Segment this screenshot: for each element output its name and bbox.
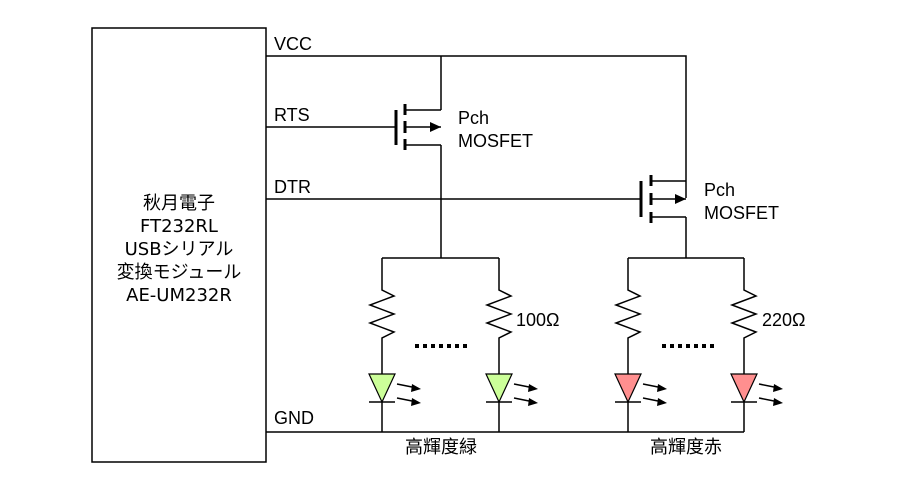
- led-red-1-arrow2: [657, 398, 667, 406]
- led-green-1-arrow2: [411, 398, 421, 406]
- led-red-1: [614, 373, 667, 432]
- left-mosfet: [394, 104, 441, 150]
- left-mosfet-arrow: [430, 122, 441, 132]
- right-mosfet-label-line1: Pch: [704, 180, 735, 200]
- led-green-1-body: [368, 373, 396, 404]
- led-red-n: [730, 373, 783, 432]
- led-green-n-body: [485, 373, 513, 404]
- led-red-1-body: [614, 373, 642, 404]
- rts-label: RTS: [274, 105, 310, 125]
- right-mosfet-arrow: [675, 194, 686, 204]
- vcc-wire: [266, 55, 687, 198]
- led-green-1-cathode: [369, 401, 395, 432]
- dtr-label: DTR: [274, 177, 311, 197]
- green-led-group-label: 高輝度緑: [405, 437, 477, 458]
- led-red-n-arrow2: [773, 398, 783, 406]
- left-mosfet-label-line2: MOSFET: [458, 131, 533, 151]
- right-mosfet-label-line2: MOSFET: [704, 203, 779, 223]
- resistor-220-label: 220Ω: [762, 310, 806, 330]
- resistor-red-n: [729, 258, 759, 374]
- resistor-green-1: [367, 258, 397, 374]
- module-label-line2: FT232RL: [140, 216, 218, 237]
- module-label-line3: USBシリアル: [125, 239, 234, 260]
- usb-serial-module-box: [91, 27, 267, 463]
- module-label-line1: 秋月電子: [143, 193, 215, 214]
- right-mosfet: [639, 175, 686, 223]
- led-green-1-arrow1: [411, 384, 421, 392]
- led-red-n-cathode: [731, 401, 757, 432]
- led-red-1-cathode: [615, 401, 641, 432]
- gnd-label: GND: [274, 408, 314, 428]
- led-red-1-arrow1: [657, 384, 667, 392]
- module-label-line5: AE-UM232R: [126, 285, 232, 306]
- resistor-red-1: [613, 258, 643, 374]
- led-red-n-body: [730, 373, 758, 404]
- resistor-100-label: 100Ω: [516, 310, 560, 330]
- left-mosfet-drain-source: [405, 109, 441, 146]
- left-mosfet-label-line1: Pch: [458, 108, 489, 128]
- led-green-n: [485, 373, 538, 432]
- led-red-n-arrow1: [773, 384, 783, 392]
- led-green-1: [368, 373, 421, 432]
- led-green-n-arrow2: [528, 398, 538, 406]
- led-green-n-cathode: [486, 401, 512, 432]
- right-mosfet-drain-source: [651, 180, 686, 218]
- vcc-label: VCC: [274, 34, 312, 54]
- red-led-group-label: 高輝度赤: [650, 437, 722, 458]
- led-green-n-arrow1: [528, 384, 538, 392]
- module-label-line4: 変換モジュール: [117, 262, 242, 283]
- resistor-green-n: [484, 258, 514, 374]
